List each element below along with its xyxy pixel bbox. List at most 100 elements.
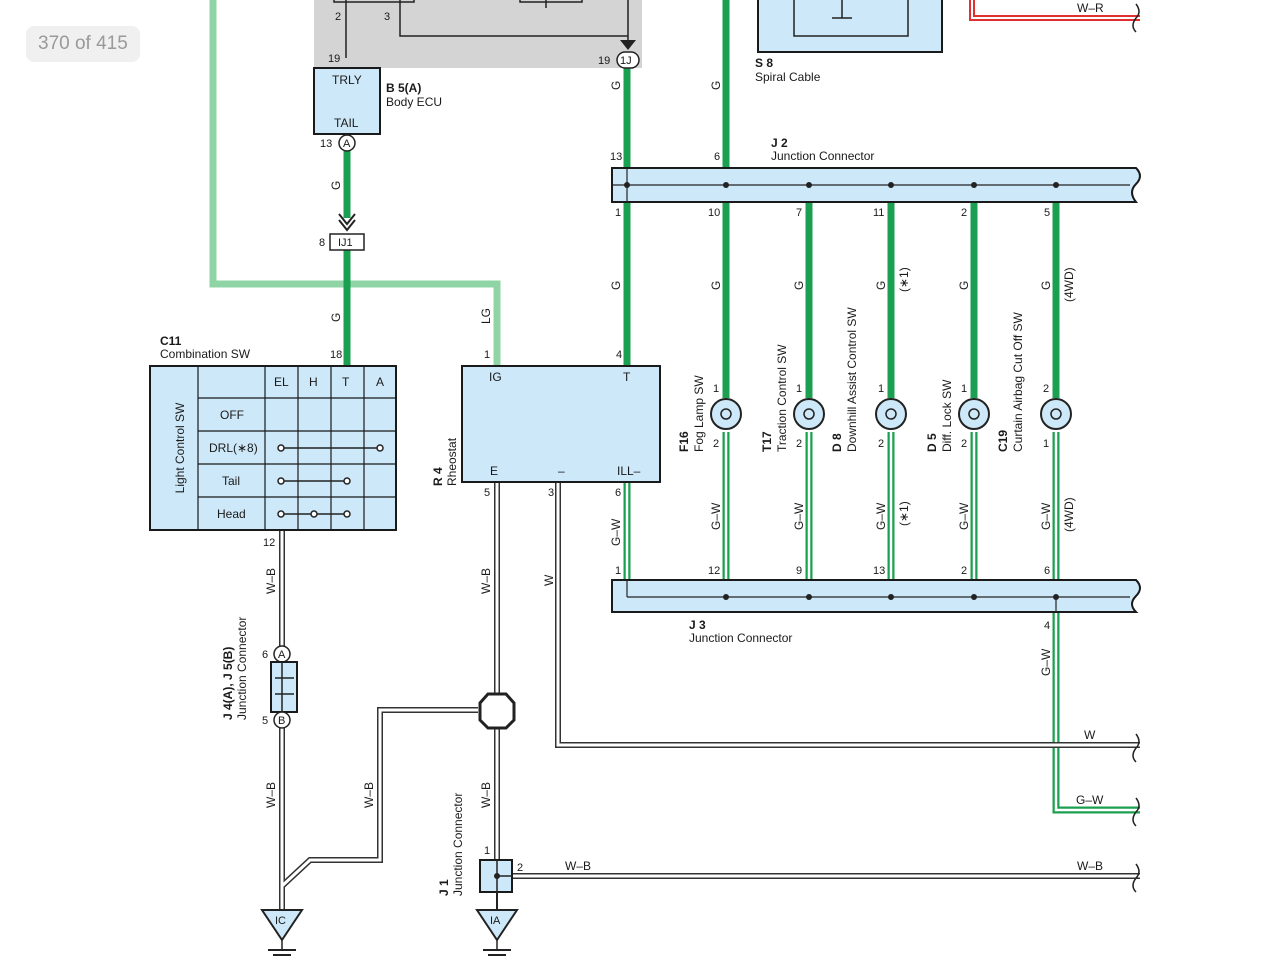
svg-text:9: 9 <box>796 565 802 577</box>
svg-text:IJ1: IJ1 <box>338 237 353 249</box>
svg-text:8: 8 <box>319 237 325 249</box>
b5-trly: TRLY <box>332 73 362 87</box>
svg-text:W–B: W–B <box>479 568 493 594</box>
svg-text:13: 13 <box>320 138 332 150</box>
svg-text:T: T <box>342 375 350 389</box>
svg-text:J 2: J 2 <box>771 136 788 150</box>
svg-text:Junction Connector: Junction Connector <box>689 631 792 645</box>
b5-body-ecu: TRLY TAIL 19 B 5(A) Body ECU A 13 <box>313 53 442 152</box>
svg-text:2: 2 <box>517 862 523 874</box>
svg-text:G: G <box>609 281 623 290</box>
svg-text:ILL–: ILL– <box>617 464 641 478</box>
j2-junction-connector: J 2 Junction Connector 13 6 1 10 7 11 2 … <box>610 136 1141 219</box>
svg-text:Fog Lamp SW: Fog Lamp SW <box>692 375 706 452</box>
svg-text:G–W: G–W <box>1039 648 1053 676</box>
svg-text:G: G <box>957 281 971 290</box>
svg-text:12: 12 <box>263 537 275 549</box>
wire-lg <box>209 0 501 366</box>
svg-text:Junction Connector: Junction Connector <box>235 617 249 720</box>
svg-text:Spiral Cable: Spiral Cable <box>755 70 821 84</box>
page-counter: 370 of 415 <box>26 26 140 62</box>
svg-text:EL: EL <box>274 375 289 389</box>
ij1-connector: IJ1 8 <box>319 213 365 251</box>
white-wires <box>279 482 1140 910</box>
svg-text:2: 2 <box>961 565 967 577</box>
svg-text:1: 1 <box>878 383 884 395</box>
svg-text:(∗1): (∗1) <box>897 267 911 292</box>
switch-d8: 1 2 D 8 Downhill Assist Control SW <box>830 307 907 452</box>
wire-labels: G G G G LG G G G G (∗1) G G (4WD) G–W G–… <box>264 1 1104 873</box>
svg-text:Traction Control SW: Traction Control SW <box>775 344 789 452</box>
svg-text:13: 13 <box>610 151 622 163</box>
j3-junction-connector: 1 12 9 13 2 6 4 J 3 Junction Connector <box>611 565 1141 645</box>
svg-text:F16: F16 <box>677 431 691 452</box>
svg-text:G: G <box>329 181 343 190</box>
svg-text:2: 2 <box>961 207 967 219</box>
svg-text:11: 11 <box>873 207 884 219</box>
svg-text:1: 1 <box>484 845 490 857</box>
svg-text:1: 1 <box>615 565 621 577</box>
svg-text:6: 6 <box>714 151 720 163</box>
svg-text:W–B: W–B <box>362 782 376 808</box>
green-wires <box>343 0 1060 398</box>
svg-text:W–B: W–B <box>1077 859 1103 873</box>
svg-text:G–W: G–W <box>1039 502 1053 530</box>
svg-text:J 4(A), J 5(B): J 4(A), J 5(B) <box>221 647 235 720</box>
svg-text:W–B: W–B <box>264 782 278 808</box>
b5-tail: TAIL <box>334 116 359 130</box>
svg-text:G: G <box>874 281 888 290</box>
switch-d5: 1 2 D 5 Diff. Lock SW <box>925 379 990 452</box>
svg-text:OFF: OFF <box>220 408 244 422</box>
svg-text:A: A <box>343 138 351 150</box>
svg-text:Curtain Airbag Cut Off SW: Curtain Airbag Cut Off SW <box>1011 311 1025 452</box>
wire-wr <box>969 0 1140 21</box>
svg-text:Combination SW: Combination SW <box>160 347 251 361</box>
svg-text:2: 2 <box>878 438 884 450</box>
svg-text:1: 1 <box>961 383 967 395</box>
svg-text:(∗1): (∗1) <box>897 501 911 526</box>
svg-text:5: 5 <box>484 487 490 499</box>
body-ecu-region <box>314 0 642 68</box>
svg-text:1: 1 <box>1043 438 1049 450</box>
svg-text:G: G <box>1039 281 1053 290</box>
svg-text:G: G <box>792 281 806 290</box>
svg-text:5: 5 <box>262 715 268 727</box>
svg-text:2: 2 <box>713 438 719 450</box>
svg-text:W: W <box>542 574 556 586</box>
svg-text:10: 10 <box>708 207 720 219</box>
c11-combination-sw: C11 Combination SW 18 EL H T A OFF DRL(∗… <box>149 334 397 549</box>
svg-text:3: 3 <box>548 487 554 499</box>
svg-text:A: A <box>376 375 384 389</box>
svg-text:G–W: G–W <box>1076 793 1104 807</box>
j1-junction-connector: 1 2 J 1 Junction Connector <box>437 793 523 896</box>
svg-text:(4WD): (4WD) <box>1062 267 1076 302</box>
svg-text:W–B: W–B <box>565 859 591 873</box>
svg-text:G–W: G–W <box>609 518 623 546</box>
svg-text:E: E <box>490 464 498 478</box>
svg-text:W: W <box>1084 728 1096 742</box>
svg-text:T: T <box>623 370 631 384</box>
svg-text:B: B <box>278 715 285 727</box>
svg-text:13: 13 <box>873 565 885 577</box>
svg-text:Diff. Lock SW: Diff. Lock SW <box>940 379 954 452</box>
svg-text:2: 2 <box>1043 383 1049 395</box>
svg-text:DRL(∗8): DRL(∗8) <box>209 441 258 455</box>
r4-rheostat: IG T E – ILL– 1 4 5 3 6 R 4 Rheostat <box>431 349 661 499</box>
switch-f16: 1 2 F16 Fog Lamp SW <box>677 375 742 452</box>
svg-text:4: 4 <box>1044 620 1050 632</box>
svg-text:Head: Head <box>217 507 246 521</box>
b5-pin-3: 3 <box>384 11 390 23</box>
svg-text:G–W: G–W <box>792 502 806 530</box>
svg-text:W–B: W–B <box>479 782 493 808</box>
svg-text:IA: IA <box>490 915 501 927</box>
svg-text:IG: IG <box>489 370 502 384</box>
switch-lamps: 1 2 F16 Fog Lamp SW 1 2 T17 Traction Con… <box>677 307 1072 452</box>
svg-text:6: 6 <box>1044 565 1050 577</box>
b5-name: Body ECU <box>386 95 442 109</box>
svg-text:5: 5 <box>1044 207 1050 219</box>
svg-text:G–W: G–W <box>874 502 888 530</box>
svg-text:G: G <box>609 81 623 90</box>
svg-text:G–W: G–W <box>957 502 971 530</box>
ground-ic: IC <box>260 909 304 956</box>
